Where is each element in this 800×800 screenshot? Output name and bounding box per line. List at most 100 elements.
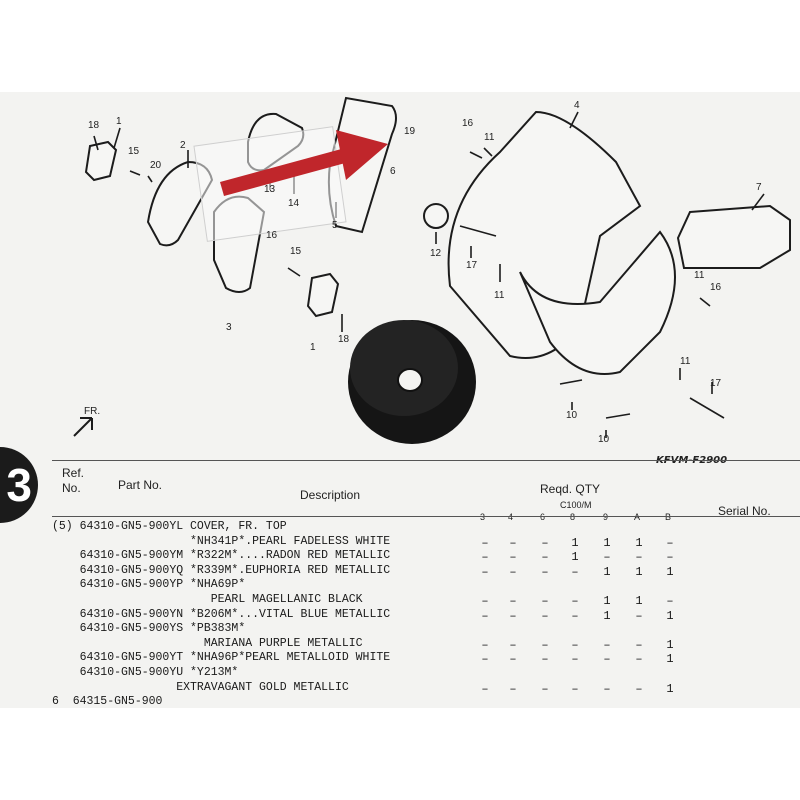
qty-cell: 1 [666,652,674,667]
qty-cell: – [603,637,611,652]
callout-18-bottom: 18 [338,334,350,345]
qty-cell: – [509,594,517,608]
exploded-parts-diagram: FR. 18 1 15 20 2 13 14 5 19 6 3 16 15 1 … [73,96,791,445]
callout-3: 3 [226,322,232,333]
qty-cell: – [571,608,579,623]
callout-4: 4 [574,100,580,111]
qty-cell: – [509,652,517,667]
callout-16-left: 16 [266,230,278,241]
table-header-rule [52,516,800,517]
ref-no-header: Ref. No. [62,466,85,495]
model-group-header: C100/M [560,500,592,510]
qty-cell: – [541,535,549,550]
qty-cell: – [603,550,611,565]
callout-1-bottom: 1 [310,342,316,353]
table-row-text: 64310-GN5-900YN *B206M*...VITAL BLUE MET… [52,607,391,621]
qty-cell: – [481,594,489,608]
qty-cell: 1 [603,608,611,623]
qty-cell: – [571,564,579,579]
description-header: Description [300,488,361,502]
qty-cell: – [481,652,489,667]
qty-cell: – [509,550,517,565]
callout-18-top: 18 [88,120,100,131]
qty-cell: – [509,535,517,550]
table-row-text: EXTRAVAGANT GOLD METALLIC [52,680,349,694]
table-row-text: (5) 64310-GN5-900YL COVER, FR. TOP [52,520,287,533]
qty-cell: – [509,564,517,579]
callout-5: 5 [332,220,338,231]
part-1-top [84,140,118,182]
qty-cell: – [666,550,674,565]
qty-cell: – [481,564,489,579]
reqd-qty-header: Reqd. QTY [540,482,601,496]
table-row-text: PEARL MAGELLANIC BLACK [52,593,363,606]
part-4 [447,110,642,359]
callout-1-top: 1 [116,116,122,127]
callout-16-far-right: 16 [710,282,722,293]
qty-cell: – [541,637,549,652]
callout-10-a: 10 [566,410,578,421]
callout-15-left: 15 [290,246,302,257]
qty-cell: – [541,594,549,608]
qty-cell: – [481,550,489,565]
qty-cell: – [571,652,579,667]
qty-cell: – [571,594,579,608]
callout-16-right: 16 [462,118,474,129]
callout-17-bottom: 17 [710,378,722,389]
section-marker: 3 [0,447,38,523]
qty-cell: 1 [635,594,643,608]
qty-cell: 1 [571,535,579,550]
table-row-text: MARIANA PURPLE METALLIC [52,636,363,650]
qty-cell: – [666,594,674,608]
qty-cell: – [635,681,643,696]
table-top-rule [52,460,800,461]
qty-cell: – [635,550,643,565]
qty-cell: 1 [603,594,611,608]
part-7 [676,204,791,269]
part-no-header: Part No. [118,478,163,492]
qty-cell: – [481,535,489,550]
callout-15-top: 15 [128,146,140,157]
table-row-text: 64310-GN5-900YQ *R339M*.EUPHORIA RED MET… [52,563,391,577]
part-12 [423,203,449,229]
callout-11-top: 11 [484,132,495,143]
qty-col-3: 3 [480,512,486,522]
parts-catalog-page: FR. 18 1 15 20 2 13 14 5 19 6 3 16 15 1 … [0,92,800,708]
qty-cell: – [541,681,549,696]
fr-label: FR. [84,406,100,417]
qty-cell: – [666,535,674,550]
table-row-text: *NH341P*.PEARL FADELESS WHITE [52,534,391,548]
qty-cell: 1 [666,637,674,652]
front-direction-arrow [73,417,93,437]
highlight-overlay [193,126,347,242]
qty-cell: – [481,681,489,696]
table-row-text: 64310-GN5-900YS *PB383M* [52,622,246,636]
table-row-text: 64310-GN5-900YT *NHA96P*PEARL METALLOID … [52,651,391,665]
callout-11-bottom: 11 [680,356,691,367]
red-arrow [220,130,388,196]
table-row-text: 64310-GN5-900YM *R322M*....RADON RED MET… [52,549,391,563]
callout-19: 19 [404,126,416,137]
callout-10-b: 10 [598,434,610,445]
serial-no-header: Serial No. [718,504,771,518]
qty-col-b: B [665,512,672,522]
qty-col-9: 9 [603,512,609,522]
qty-cell: – [571,681,579,696]
rubber-grommet [348,320,476,444]
qty-cell: – [481,608,489,623]
table-row-text: 6 64315-GN5-900 [52,695,163,708]
qty-cell: – [541,550,549,565]
callout-7: 7 [756,182,762,193]
qty-cell: – [635,652,643,667]
callout-11-mid: 11 [494,290,505,301]
qty-cell: 1 [603,564,611,579]
qty-cell: – [541,564,549,579]
qty-cell: – [635,637,643,652]
part-1-bottom [306,272,340,318]
qty-cell: – [509,637,517,652]
qty-cell: – [603,652,611,667]
photo-border-top [0,0,800,92]
callout-13: 13 [264,184,276,195]
part-4-lower [519,230,676,375]
qty-cell: – [541,608,549,623]
